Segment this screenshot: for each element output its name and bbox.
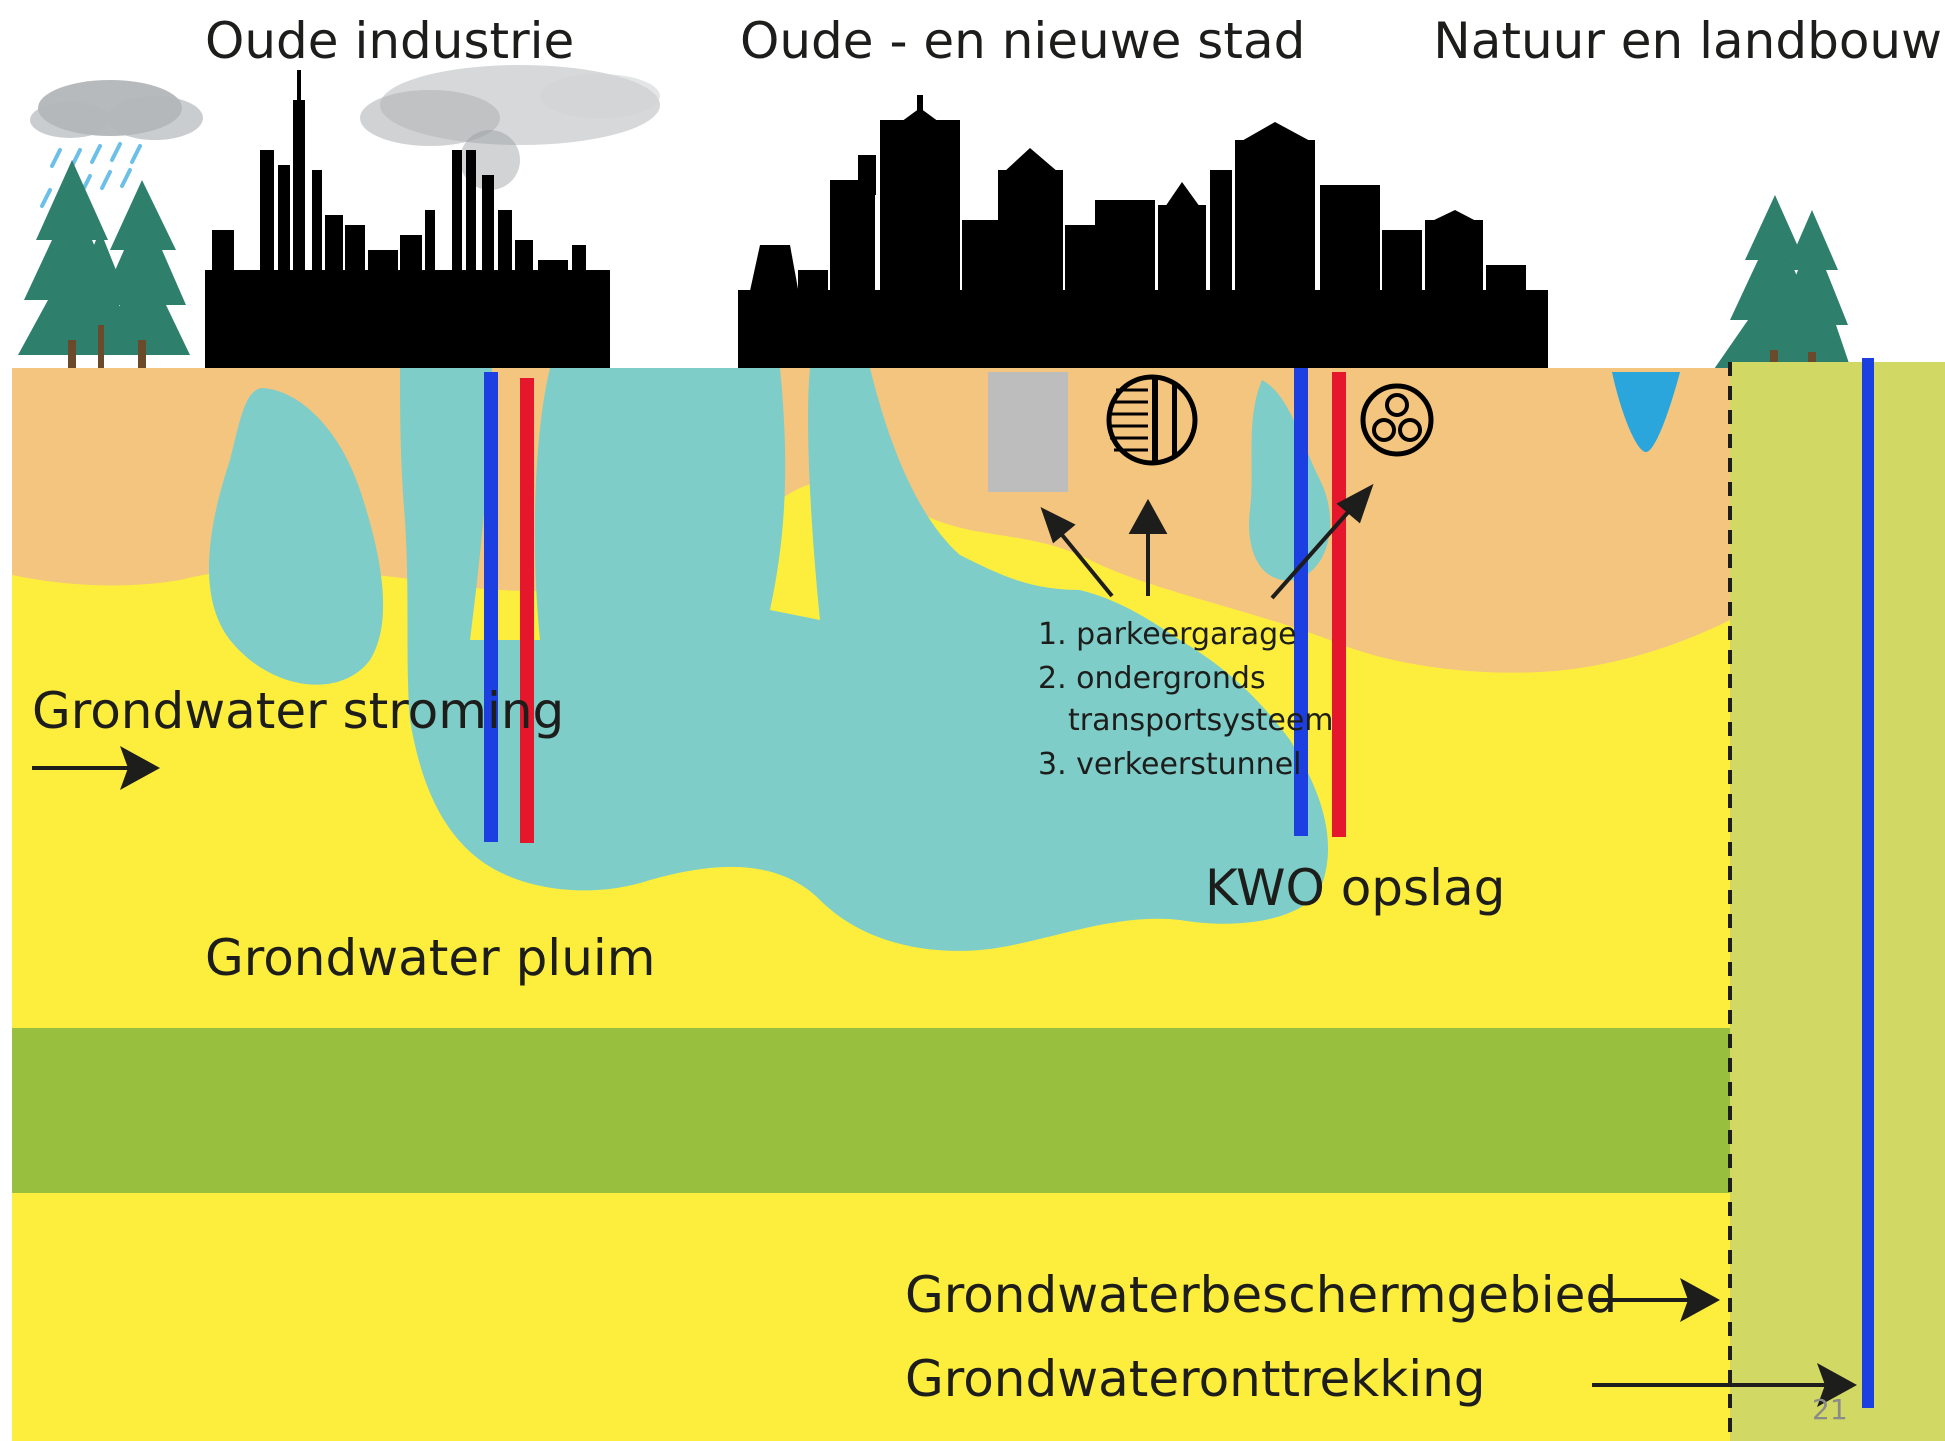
title-old-new-city: Oude - en nieuwe stad [740,12,1305,70]
kwo-pipe-red-right [1332,372,1346,837]
aquifer-layer-lower [12,1193,1730,1441]
legend-item-1: 1. parkeergarage [1038,617,1297,652]
label-extraction: Grondwateronttrekking [905,1350,1486,1408]
kwo-pipe-blue-right [1294,368,1308,836]
legend-item-2: 2. ondergronds [1038,661,1266,696]
title-nature-agriculture: Natuur en landbouw [1433,12,1942,70]
underground-transport-icon [1106,374,1198,466]
label-kwo-storage: KWO opslag [1205,859,1505,917]
title-old-industry: Oude industrie [205,12,574,70]
page-number: 21 [1812,1393,1848,1426]
kwo-pipe-blue-left [484,372,498,842]
smoke-cloud [360,65,660,190]
clay-layer [12,1028,1730,1193]
groundwater-plume [400,368,1329,951]
extraction-arrow-icon [1592,1363,1857,1407]
trees-left-icon [18,160,190,372]
label-groundwater-flow: Grondwater stroming [32,682,564,740]
extraction-well [1862,358,1874,1408]
nature-zone [1730,362,1945,1441]
plume-pocket-right [1249,380,1331,581]
city-skyline [738,95,1548,370]
kwo-pipe-red-left [520,378,534,843]
pond-right [1612,372,1680,452]
label-protection-area: Grondwaterbeschermgebied [905,1266,1617,1324]
rain-cloud-icon [30,80,203,208]
label-groundwater-plume: Grondwater pluim [205,929,656,987]
flow-arrow-icon [32,746,160,790]
protection-area-arrow-icon [1592,1278,1720,1322]
legend-item-2b: transportsysteem [1068,703,1334,738]
industry-skyline [205,70,610,370]
plume-pocket-left [209,388,384,685]
legend-arrows [1040,483,1374,600]
parking-garage-icon [988,372,1068,492]
legend-item-3: 3. verkeerstunnel [1038,747,1301,782]
traffic-tunnel-icon [1360,383,1434,457]
